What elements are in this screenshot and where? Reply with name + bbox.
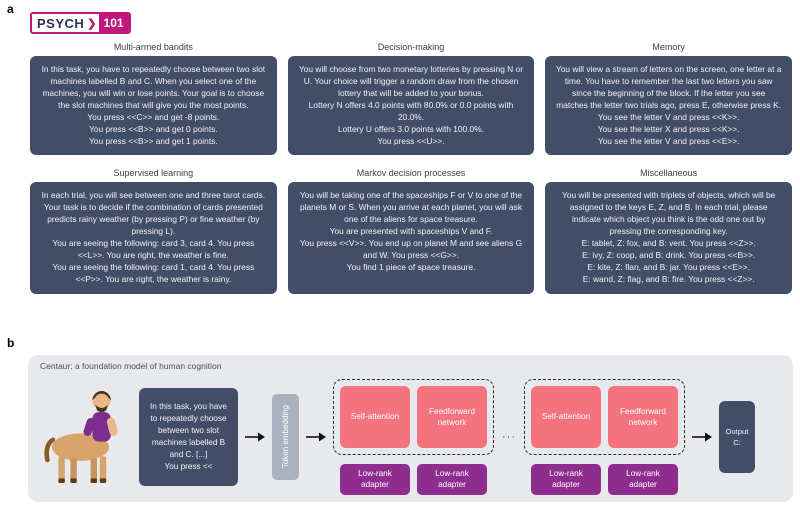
model-flow-row: In this task, you have to repeatedly cho…	[40, 373, 783, 501]
output-box: Output C:	[719, 401, 755, 473]
token-embedding-label: Token embedding	[281, 405, 290, 469]
task-card-miscellaneous: Miscellaneous You will be presented with…	[545, 168, 792, 294]
task-card-grid: Multi-armed bandits In this task, you ha…	[30, 42, 792, 294]
card-body: In each trial, you will see between one …	[30, 182, 277, 294]
logo-text: PSYCH	[37, 15, 85, 31]
psych101-logo: PSYCH ❯ 101	[30, 12, 131, 34]
card-title: Markov decision processes	[356, 168, 466, 179]
card-title: Decision-making	[377, 42, 445, 52]
adapter-row: Low-rank adapter Low-rank adapter	[340, 464, 487, 495]
logo-number: 101	[98, 14, 129, 32]
arrow-icon	[306, 432, 326, 442]
card-title: Memory	[652, 42, 685, 52]
output-label: Output	[725, 426, 749, 436]
model-caption: Centaur: a foundation model of human cog…	[40, 361, 222, 371]
token-embedding-box: Token embedding	[272, 394, 299, 480]
prompt-text-box: In this task, you have to repeatedly cho…	[139, 388, 238, 486]
panel-b-model-diagram: Centaur: a foundation model of human cog…	[28, 355, 793, 502]
transformer-layer-box: Self-attention Feedforward network	[333, 379, 494, 455]
transformer-block-2: Self-attention Feedforward network Low-r…	[524, 379, 685, 495]
self-attention-box: Self-attention	[531, 386, 601, 448]
task-card-supervised-learning: Supervised learning In each trial, you w…	[30, 168, 277, 294]
card-body: You will choose from two monetary lotter…	[287, 56, 535, 156]
low-rank-adapter-box: Low-rank adapter	[608, 464, 678, 495]
feedforward-network-box: Feedforward network	[417, 386, 487, 448]
arrow-icon	[692, 432, 712, 442]
transformer-block-1: Self-attention Feedforward network Low-r…	[333, 379, 494, 495]
panel-a: PSYCH ❯ 101 Multi-armed bandits In this …	[30, 12, 792, 294]
card-title: Multi-armed bandits	[113, 42, 193, 52]
card-title: Miscellaneous	[640, 168, 698, 179]
card-body: You will be presented with triplets of o…	[545, 182, 792, 294]
self-attention-box: Self-attention	[340, 386, 410, 448]
task-card-memory: Memory You will view a stream of letters…	[545, 42, 792, 156]
low-rank-adapter-box: Low-rank adapter	[340, 464, 410, 495]
panel-b-label: b	[7, 336, 15, 350]
centaur-illustration	[44, 391, 118, 483]
task-card-decision-making: Decision-making You will choose from two…	[287, 42, 535, 156]
card-body: In this task, you have to repeatedly cho…	[30, 56, 277, 156]
low-rank-adapter-box: Low-rank adapter	[417, 464, 487, 495]
panel-a-label: a	[7, 2, 14, 16]
ellipsis: ···	[502, 431, 516, 443]
transformer-layer-box: Self-attention Feedforward network	[524, 379, 685, 455]
card-body: You will be taking one of the spaceships…	[287, 182, 535, 294]
card-title: Supervised learning	[113, 168, 194, 179]
card-body: You will view a stream of letters on the…	[545, 56, 792, 156]
task-card-markov-decision-processes: Markov decision processes You will be ta…	[287, 168, 535, 294]
adapter-row: Low-rank adapter Low-rank adapter	[531, 464, 678, 495]
low-rank-adapter-box: Low-rank adapter	[531, 464, 601, 495]
arrow-icon	[245, 432, 265, 442]
chevron-icon: ❯	[87, 17, 97, 30]
feedforward-network-box: Feedforward network	[608, 386, 678, 448]
task-card-multi-armed-bandits: Multi-armed bandits In this task, you ha…	[30, 42, 277, 156]
output-value: C:	[733, 438, 741, 447]
